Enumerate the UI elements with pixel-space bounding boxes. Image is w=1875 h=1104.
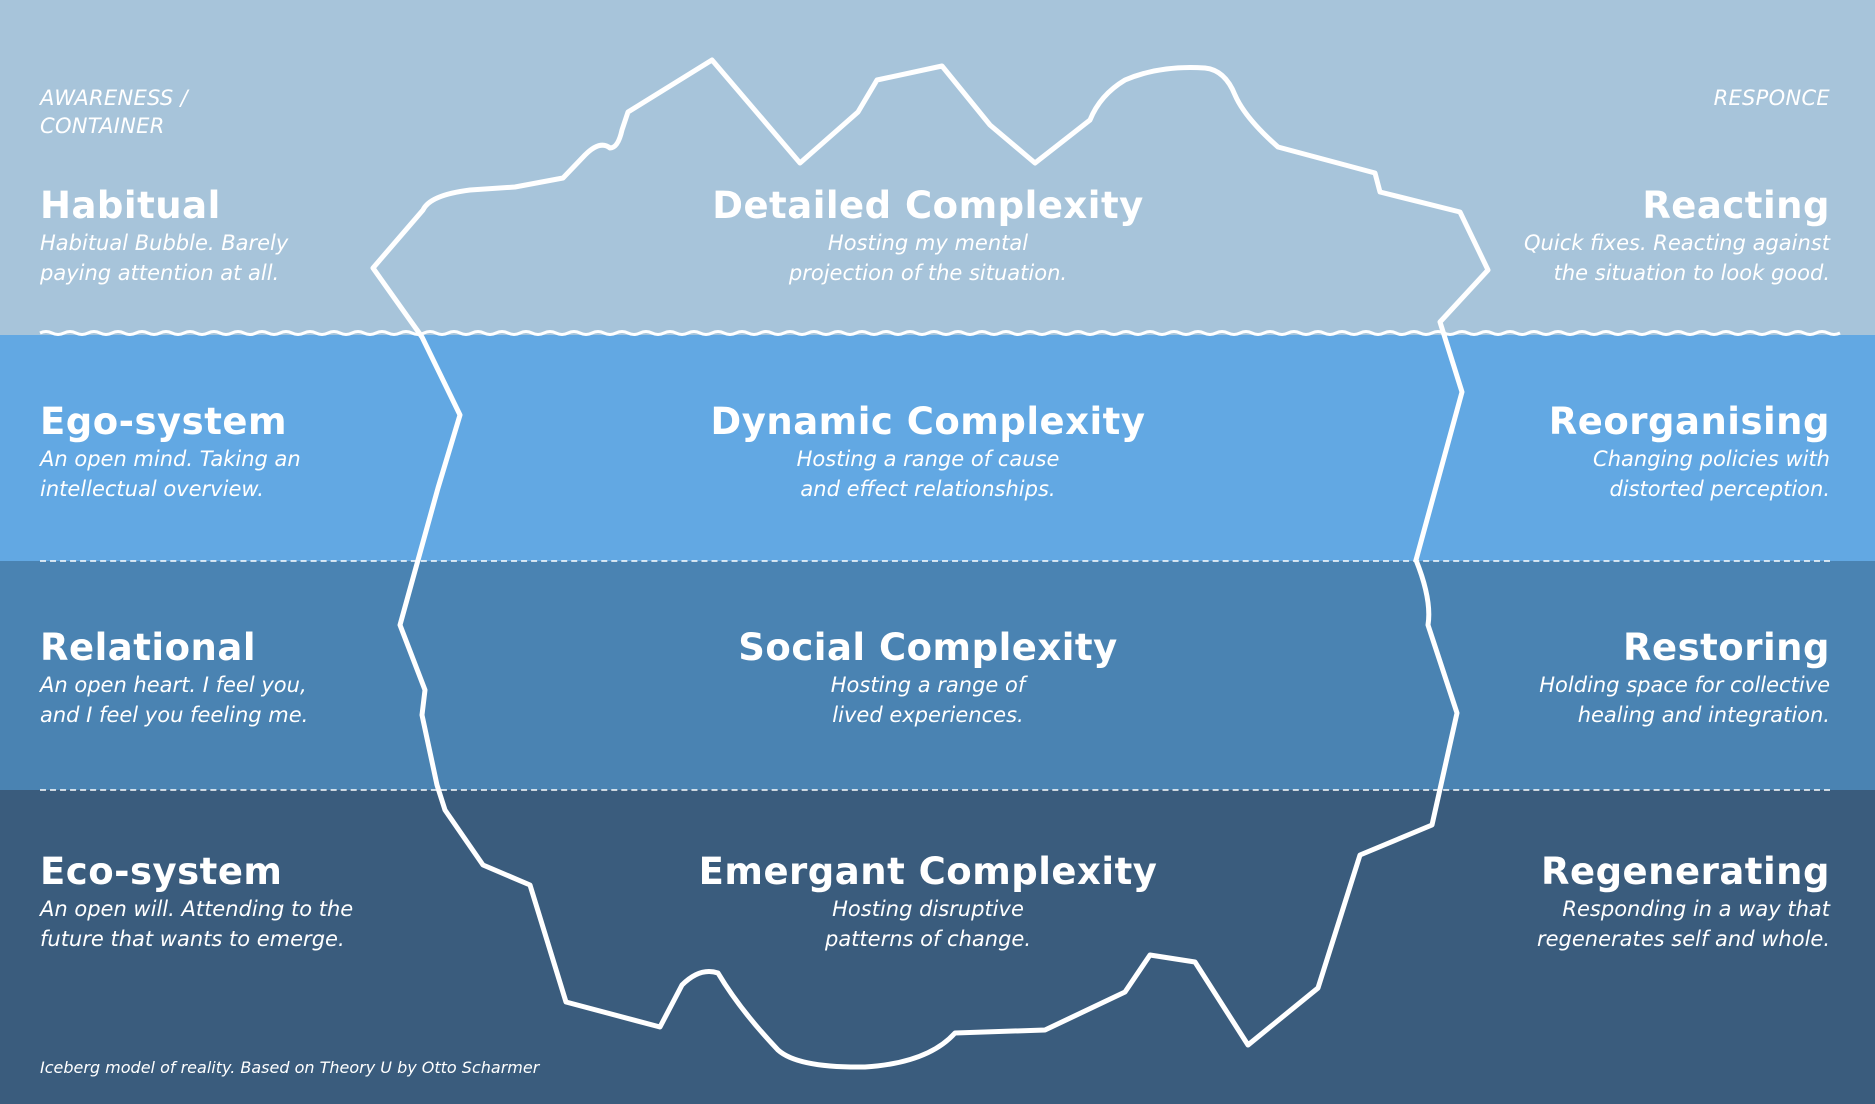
- response-description: Changing policies with distorted percept…: [1593, 447, 1830, 501]
- layer-3-band: [0, 561, 1875, 790]
- complexity-detailed: Detailed Complexity Hosting my mental pr…: [688, 184, 1168, 288]
- complexity-description: Hosting my mental projection of the situ…: [788, 231, 1068, 285]
- awareness-description: An open mind. Taking an intellectual ove…: [40, 447, 301, 501]
- awareness-ego-system: Ego-system An open mind. Taking an intel…: [40, 400, 320, 504]
- awareness-title: Ego-system: [40, 400, 288, 443]
- awareness-title: Relational: [40, 626, 257, 669]
- response-title: Reacting: [1642, 184, 1830, 227]
- complexity-social: Social Complexity Hosting a range of liv…: [688, 626, 1168, 730]
- complexity-title: Detailed Complexity: [712, 184, 1144, 227]
- complexity-description: Hosting a range of cause and effect rela…: [796, 447, 1060, 501]
- response-regenerating: Regenerating Responding in a way that re…: [1530, 850, 1830, 954]
- response-restoring: Restoring Holding space for collective h…: [1535, 626, 1830, 730]
- awareness-description: Habitual Bubble. Barely paying attention…: [40, 231, 289, 285]
- awareness-description: An open heart. I feel you, and I feel yo…: [40, 673, 309, 727]
- complexity-dynamic: Dynamic Complexity Hosting a range of ca…: [688, 400, 1168, 504]
- complexity-title: Emergant Complexity: [698, 850, 1158, 893]
- complexity-title: Social Complexity: [738, 626, 1118, 669]
- response-description: Quick fixes. Reacting against the situat…: [1524, 231, 1830, 285]
- layer-4-band: [0, 790, 1875, 1104]
- awareness-eco-system: Eco-system An open will. Attending to th…: [40, 850, 360, 954]
- awareness-habitual: Habitual Habitual Bubble. Barely paying …: [40, 184, 310, 288]
- response-title: Restoring: [1623, 626, 1830, 669]
- awareness-title: Eco-system: [40, 850, 283, 893]
- iceberg-outline: [370, 57, 1491, 1070]
- waterline-wave: [39, 330, 1841, 336]
- complexity-description: Hosting disruptive patterns of change.: [824, 897, 1032, 951]
- layer-divider-1: [40, 560, 1830, 562]
- attribution-caption: Iceberg model of reality. Based on Theor…: [40, 1058, 540, 1077]
- response-description: Holding space for collective healing and…: [1539, 673, 1830, 727]
- response-description: Responding in a way that regenerates sel…: [1536, 897, 1830, 951]
- response-reacting: Reacting Quick fixes. Reacting against t…: [1520, 184, 1830, 288]
- complexity-title: Dynamic Complexity: [710, 400, 1146, 443]
- complexity-emergant: Emergant Complexity Hosting disruptive p…: [688, 850, 1168, 954]
- response-title: Regenerating: [1540, 850, 1830, 893]
- layer-2-band: [0, 335, 1875, 561]
- above-water-band: [0, 0, 1875, 335]
- complexity-description: Hosting a range of lived experiences.: [830, 673, 1026, 727]
- awareness-description: An open will. Attending to the future th…: [40, 897, 354, 951]
- awareness-header-label: AWARENESS / CONTAINER: [40, 86, 188, 138]
- layer-divider-2: [40, 789, 1830, 791]
- response-header-label: RESPONCE: [1713, 86, 1830, 110]
- response-reorganising: Reorganising Changing policies with dist…: [1549, 400, 1830, 504]
- response-title: Reorganising: [1548, 400, 1830, 443]
- awareness-relational: Relational An open heart. I feel you, an…: [40, 626, 340, 730]
- awareness-title: Habitual: [40, 184, 221, 227]
